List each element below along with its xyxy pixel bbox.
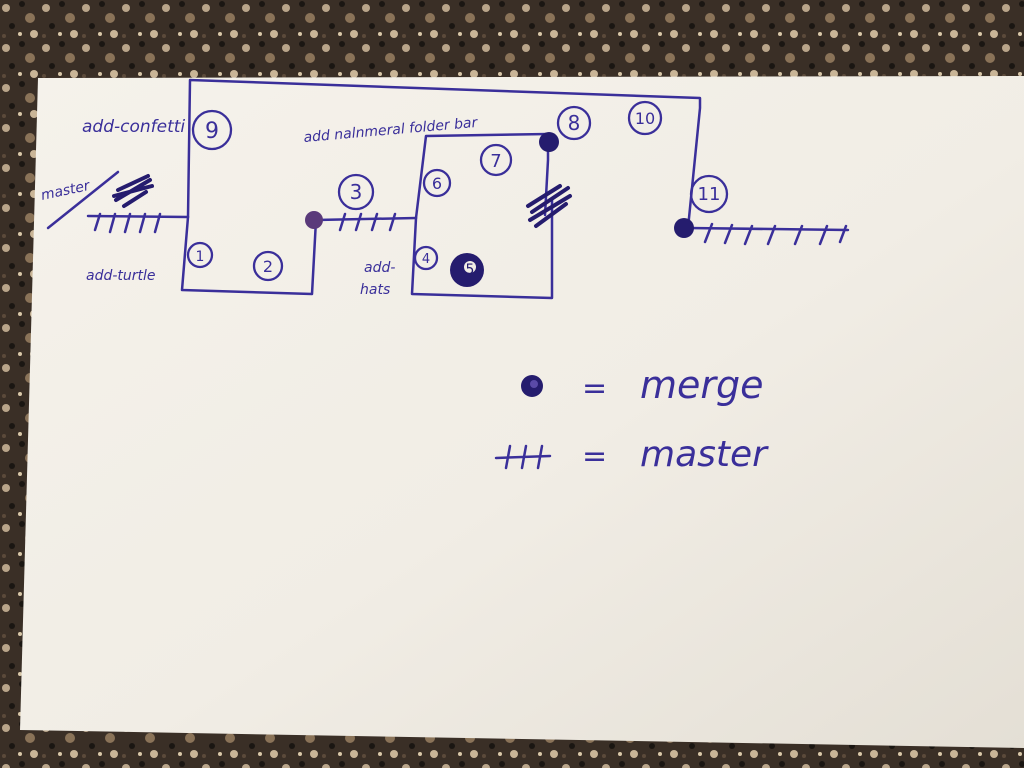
master-line-left bbox=[86, 214, 190, 219]
commit-circle-11 bbox=[689, 174, 729, 214]
merge-dots bbox=[305, 132, 694, 287]
commit-circle-2 bbox=[252, 250, 284, 282]
merge-dot-8 bbox=[539, 132, 559, 152]
master-strike bbox=[46, 170, 120, 230]
merge-dot-5-inner bbox=[464, 261, 476, 273]
commit-label-8: 8 bbox=[568, 111, 581, 135]
confetti-branch-line bbox=[186, 78, 702, 230]
commit-circles bbox=[186, 100, 729, 282]
master-hatch-middle bbox=[338, 212, 397, 232]
paper-card bbox=[20, 76, 1024, 748]
commit-label-5: 5 bbox=[466, 262, 475, 278]
commit-label-1: 1 bbox=[196, 249, 205, 265]
legend-equals-merge: = bbox=[582, 371, 607, 406]
commit-circle-6 bbox=[422, 168, 452, 198]
commit-circle-3 bbox=[337, 173, 375, 211]
merge-dot-3 bbox=[305, 211, 323, 229]
branch-diagram bbox=[46, 78, 850, 300]
commit-circle-10 bbox=[627, 100, 663, 136]
legend-master-hatch bbox=[494, 444, 552, 470]
commit-label-9: 9 bbox=[205, 119, 219, 144]
label-add-confetti: add-confetti bbox=[82, 117, 185, 137]
commit-label-6: 6 bbox=[432, 174, 442, 193]
commit-label-2: 2 bbox=[263, 257, 273, 276]
commit-circle-7 bbox=[479, 143, 513, 177]
commit-label-7: 7 bbox=[490, 151, 501, 172]
label-add-hats-line1: add- bbox=[364, 260, 395, 276]
scribble-marks bbox=[112, 174, 572, 228]
master-hatch-left bbox=[93, 212, 162, 234]
commit-label-10: 10 bbox=[635, 109, 655, 128]
commit-label-4: 4 bbox=[422, 252, 430, 267]
master-line-middle bbox=[314, 216, 418, 222]
hats-branch-line bbox=[410, 198, 554, 300]
legend: = merge = master bbox=[494, 363, 769, 475]
legend-equals-master: = bbox=[582, 439, 607, 474]
legend-merge-label: merge bbox=[640, 363, 764, 407]
label-add-turtle: add-turtle bbox=[86, 268, 156, 284]
legend-master-label: master bbox=[640, 434, 769, 475]
commit-labels: 9 1 2 3 6 7 4 8 10 11 5 bbox=[196, 109, 721, 278]
commit-circle-1 bbox=[186, 241, 214, 269]
commit-label-3: 3 bbox=[350, 180, 363, 204]
commit-circle-9 bbox=[191, 109, 233, 151]
legend-merge-dot-inner bbox=[530, 380, 538, 388]
commit-circle-8 bbox=[556, 105, 592, 141]
scribble-right-branch bbox=[526, 184, 572, 228]
scribble-master bbox=[112, 174, 154, 208]
label-add-hats-line2: hats bbox=[360, 282, 390, 298]
commit-label-11: 11 bbox=[698, 184, 721, 205]
label-add-hats: add- hats bbox=[360, 260, 400, 298]
master-hatch-right bbox=[703, 222, 848, 246]
merge-dot-11 bbox=[674, 218, 694, 238]
legend-hatch-ticks bbox=[504, 444, 544, 470]
commit-circle-4 bbox=[413, 245, 439, 271]
turtle-branch-line bbox=[180, 215, 318, 296]
master-line-right bbox=[686, 226, 850, 232]
